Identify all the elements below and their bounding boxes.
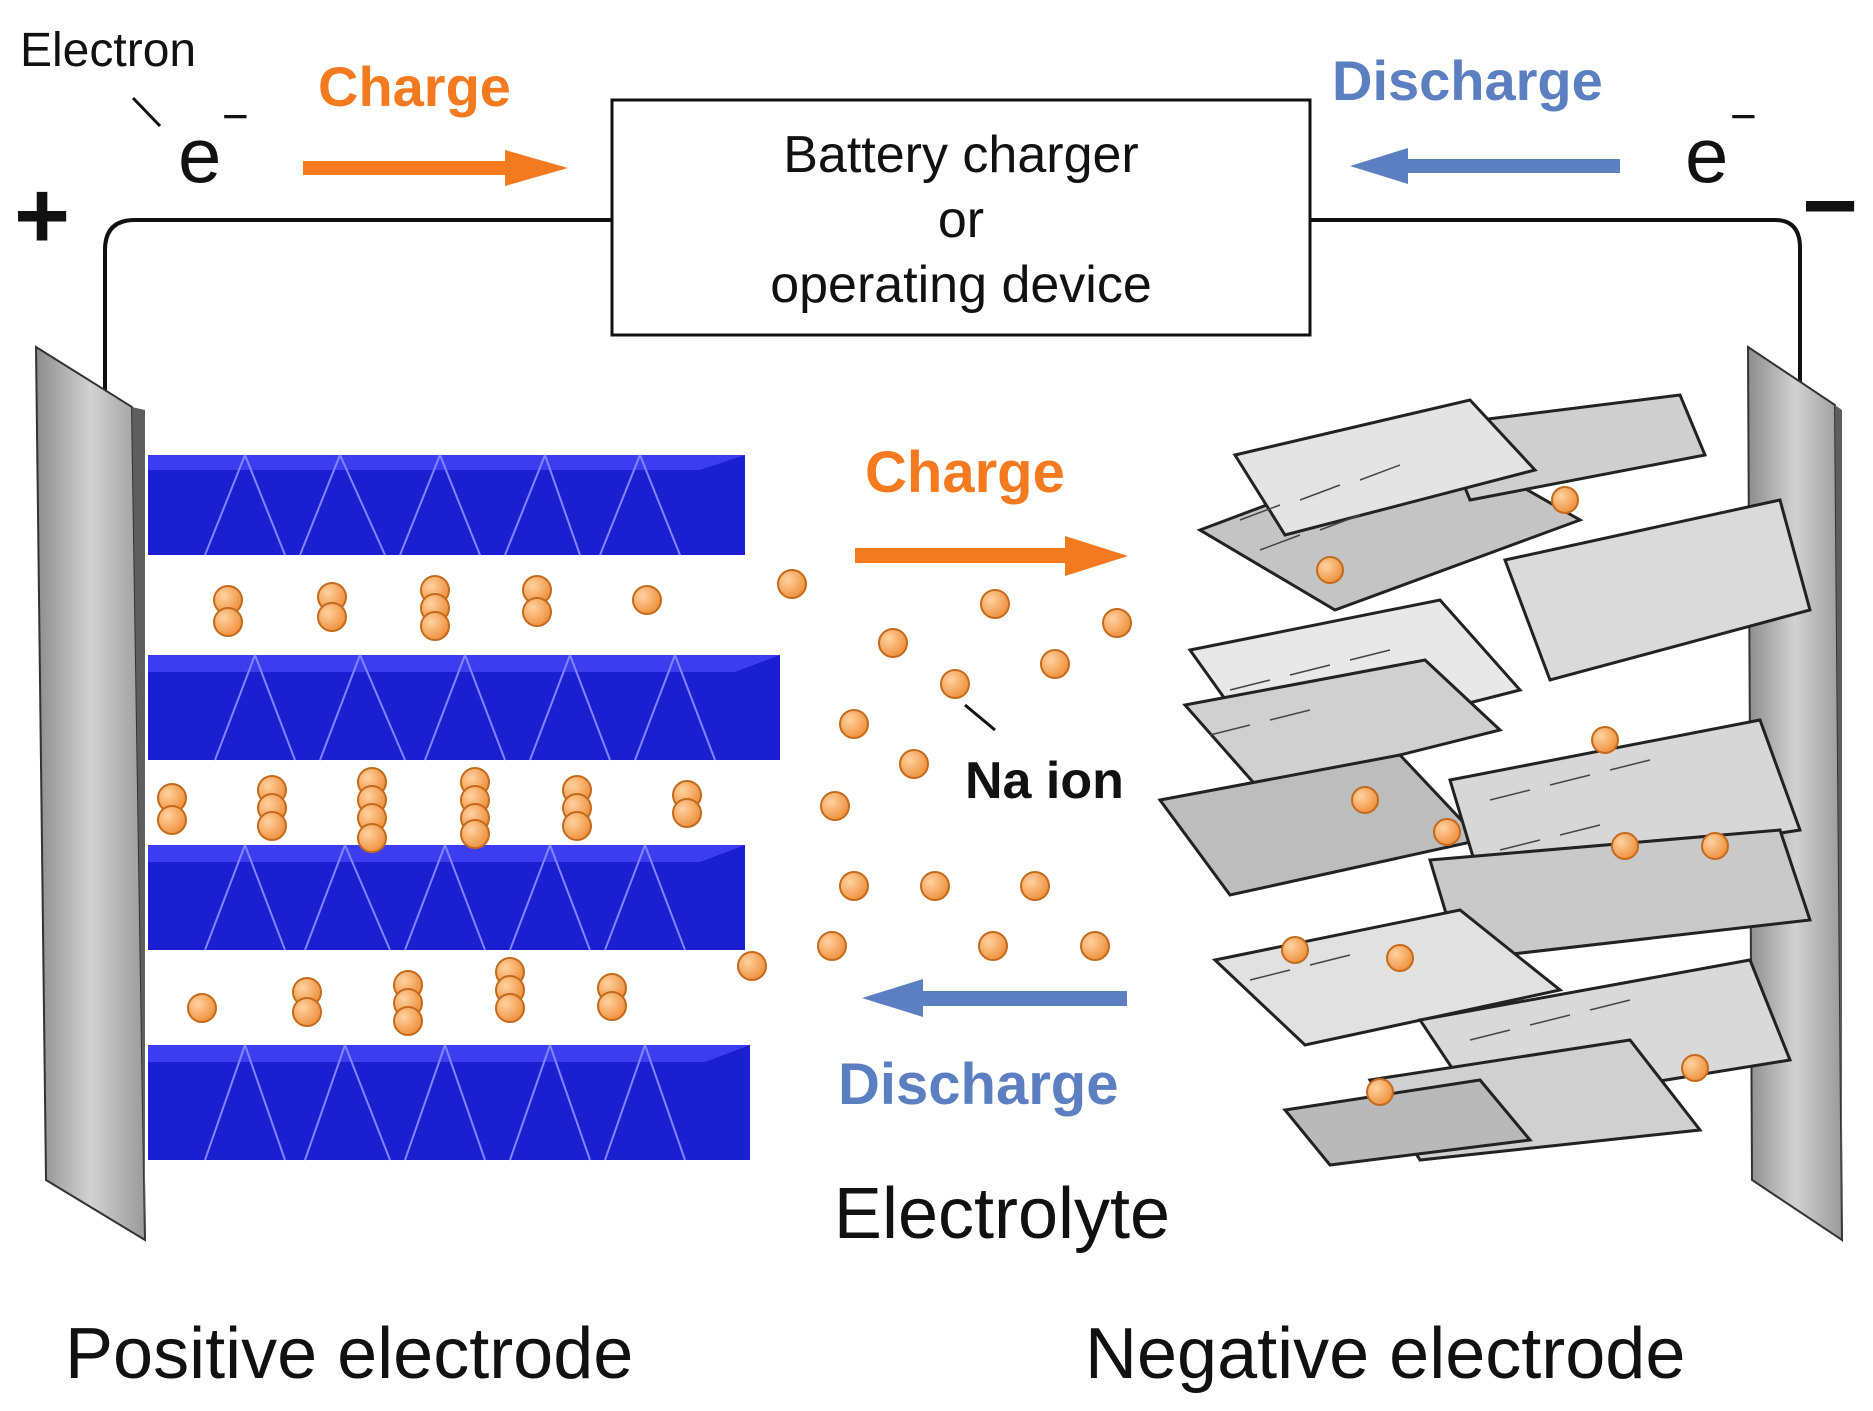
na-ion (157, 805, 187, 835)
na-ion (978, 931, 1008, 961)
na-ion (495, 993, 525, 1023)
na-ion (899, 749, 929, 779)
na-ion (460, 819, 490, 849)
na-ion (1701, 832, 1729, 860)
electrolyte-label: Electrolyte (834, 1174, 1170, 1254)
na-ion (1611, 832, 1639, 860)
na-ion (980, 589, 1010, 619)
device-box: Battery charger or operating device (610, 98, 1312, 337)
na-ion (1102, 608, 1132, 638)
discharge-arrow-mid (862, 979, 1127, 1017)
na-ion (1020, 871, 1050, 901)
na-ion (940, 669, 970, 699)
na-ion (1281, 936, 1309, 964)
charge-label-mid: Charge (865, 440, 1065, 505)
device-label-line2: or (938, 191, 984, 249)
charge-arrow-mid (855, 536, 1128, 576)
svg-text:e: e (1685, 111, 1728, 199)
positive-terminal-sign: + (14, 162, 70, 269)
na-ion (820, 791, 850, 821)
anode-graphene-sheets (1157, 393, 1813, 1167)
na-ion (839, 871, 869, 901)
na-ion (1386, 944, 1414, 972)
negative-electrode-label: Negative electrode (1085, 1314, 1685, 1394)
positive-current-collector (34, 345, 147, 1242)
na-ion (522, 597, 552, 627)
na-ion (672, 798, 702, 828)
na-ion (420, 611, 450, 641)
na-ion (839, 709, 869, 739)
na-ion (920, 871, 950, 901)
charge-arrow-top (303, 150, 568, 186)
na-ion (1316, 556, 1344, 584)
cathode-layer-3 (148, 844, 745, 951)
na-ion (357, 823, 387, 853)
na-ion (317, 602, 347, 632)
na-ion (1433, 818, 1461, 846)
graphene-sheet (1182, 658, 1504, 792)
graphene-sheet (1282, 1078, 1533, 1167)
na-ion (1080, 931, 1110, 961)
graphene-sheet (1232, 398, 1538, 537)
svg-text:−: − (1730, 90, 1757, 142)
na-ion (597, 991, 627, 1021)
electron-symbol-right: e − (1685, 90, 1757, 199)
na-ion (1040, 649, 1070, 679)
na-ion (817, 931, 847, 961)
svg-text:−: − (222, 90, 249, 142)
na-ion (777, 569, 807, 599)
device-label-line3: operating device (770, 256, 1152, 314)
na-ion-label: Na ion (965, 752, 1124, 810)
na-ion-pointer (964, 703, 996, 732)
na-ion (1551, 486, 1579, 514)
na-ion (1366, 1078, 1394, 1106)
cathode-layer-2 (148, 654, 780, 761)
device-label-line1: Battery charger (783, 126, 1139, 184)
na-ion (878, 628, 908, 658)
circuit-wire (103, 218, 1802, 405)
na-ion (1591, 726, 1619, 754)
na-ion (1681, 1054, 1709, 1082)
na-ion (562, 811, 592, 841)
svg-text:e: e (178, 111, 221, 199)
electron-symbol-left: e − (178, 90, 249, 199)
na-ion (1351, 786, 1379, 814)
discharge-label-top: Discharge (1332, 49, 1603, 112)
discharge-arrow-top (1350, 148, 1620, 184)
sodium-ions (157, 486, 1729, 1106)
electron-label: Electron (20, 24, 196, 77)
na-ion (257, 811, 287, 841)
cathode-layer-4 (148, 1044, 750, 1161)
na-ion (292, 997, 322, 1027)
cathode-layer-1 (148, 454, 745, 556)
electron-pointer (131, 96, 162, 128)
graphene-sheet (1502, 498, 1812, 682)
negative-terminal-sign: − (1802, 152, 1858, 259)
na-ion (213, 607, 243, 637)
graphene-sheet (1157, 753, 1483, 897)
na-ion (187, 993, 217, 1023)
na-ion (393, 1006, 423, 1036)
charge-label-top: Charge (318, 55, 511, 118)
na-ion (737, 951, 767, 981)
na-ion (632, 585, 662, 615)
positive-electrode-label: Positive electrode (65, 1314, 633, 1394)
discharge-label-mid: Discharge (838, 1052, 1118, 1117)
